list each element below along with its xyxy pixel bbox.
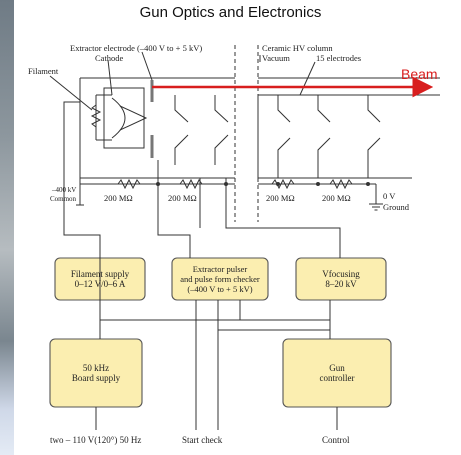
label-ceramic-column: Ceramic HV column (262, 43, 333, 53)
label-ground-volt: 0 V (383, 191, 396, 201)
label-filament: Filament (28, 66, 59, 76)
electrode-5-upper (368, 95, 380, 122)
node-dot-4 (316, 182, 320, 186)
label-resistor-4: 200 MΩ (322, 193, 351, 203)
label-minus-400kv: –400 kV (51, 186, 76, 194)
extractor-pulser-label: Extractor pulser and pulse form checker … (172, 258, 268, 300)
label-common: Common (50, 195, 77, 203)
label-cathode: Cathode (95, 53, 124, 63)
label-power-input: two – 110 V(120°) 50 Hz (50, 435, 141, 445)
wire-extractor-top (158, 160, 190, 258)
board-supply-label: 50 kHz Board supply (50, 339, 142, 407)
label-ground: Ground (383, 202, 410, 212)
gun-controller-label: Gun controller (283, 339, 391, 407)
label-start-check: Start check (182, 435, 223, 445)
label-extractor-electrode: Extractor electrode (–400 V to + 5 kV) (70, 43, 202, 53)
label-control: Control (322, 435, 350, 445)
electrode-3-upper (278, 95, 290, 122)
label-resistor-2: 200 MΩ (168, 193, 197, 203)
electrode-2-lower (215, 135, 228, 165)
label-vacuum: Vacuum (262, 53, 290, 63)
electrode-4-lower (318, 138, 330, 178)
node-dot-2 (224, 182, 228, 186)
wire-focus-top (226, 178, 340, 258)
electrode-1-lower (175, 135, 188, 165)
node-dot-1 (156, 182, 160, 186)
node-dot-5 (366, 182, 370, 186)
extractor-pointer (142, 52, 152, 80)
filament-supply-label: Filament supply 0–12 V/0–6 A (55, 258, 145, 300)
electrode-3-lower (278, 138, 290, 178)
label-beam: Beam (401, 66, 438, 82)
electrode-4-upper (318, 95, 330, 122)
cathode-housing (104, 88, 144, 148)
node-dot-3 (276, 182, 280, 186)
label-resistor-3: 200 MΩ (266, 193, 295, 203)
vfocusing-label: Vfocusing 8–20 kV (296, 258, 386, 300)
filament-pointer (50, 76, 92, 110)
label-resistor-1: 200 MΩ (104, 193, 133, 203)
electrode-5-lower (368, 138, 380, 178)
electrode-1-upper (175, 95, 188, 122)
electrode-2-upper (215, 95, 228, 122)
label-electrodes: 15 electrodes (316, 53, 361, 63)
